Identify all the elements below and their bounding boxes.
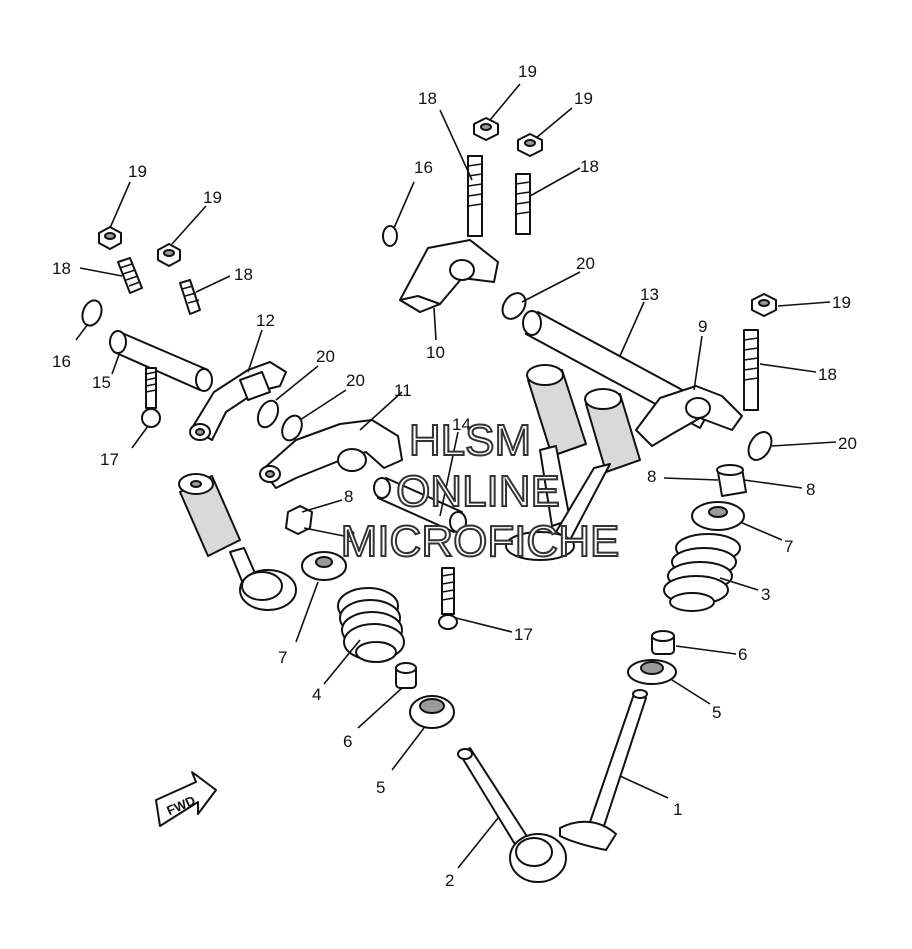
callout-8: 8 xyxy=(806,480,815,499)
callout-19: 19 xyxy=(128,162,147,181)
callout-18: 18 xyxy=(234,265,253,284)
callout-6: 6 xyxy=(343,732,352,751)
nut-left-1 xyxy=(98,226,122,250)
nut-top-1 xyxy=(473,117,499,141)
bolt-center xyxy=(438,567,458,630)
callout-10: 10 xyxy=(426,343,445,362)
intake-valve-2 xyxy=(457,747,567,883)
valve-lifter-left xyxy=(178,473,297,611)
rocker-arm-left-12 xyxy=(189,361,287,441)
callout-3: 3 xyxy=(761,585,770,604)
callout-18: 18 xyxy=(52,259,71,278)
callout-5: 5 xyxy=(712,703,721,722)
callout-15: 15 xyxy=(92,373,111,392)
callout-18: 18 xyxy=(418,89,437,108)
callout-17: 17 xyxy=(100,450,119,469)
callout-18: 18 xyxy=(818,365,837,384)
valve-spring-4 xyxy=(337,587,405,663)
spring-retainer-right xyxy=(691,501,745,531)
valve-cotter-right xyxy=(716,464,747,497)
adjust-screw-left-1 xyxy=(117,257,143,294)
rocker-shaft-left xyxy=(109,330,213,392)
callout-7: 7 xyxy=(278,648,287,667)
callout-19: 19 xyxy=(574,89,593,108)
bolt-left xyxy=(141,367,161,428)
thrust-washer-left-1 xyxy=(256,399,280,429)
rocker-support-10 xyxy=(399,239,499,313)
thrust-washer-left-2 xyxy=(281,414,303,442)
callout-19: 19 xyxy=(518,62,537,81)
callout-19: 19 xyxy=(832,293,851,312)
leader-lines xyxy=(75,83,837,869)
callout-18: 18 xyxy=(580,157,599,176)
o-ring-left xyxy=(81,299,103,327)
callout-5: 5 xyxy=(376,778,385,797)
watermark: HLSM ONLINE MICROFICHE xyxy=(340,415,621,567)
adjust-screw-top-1 xyxy=(467,155,483,237)
rocker-arm-11 xyxy=(259,419,403,489)
watermark-line-1: HLSM xyxy=(409,416,531,465)
valve-lifter-center-2 xyxy=(505,388,641,561)
callout-12: 12 xyxy=(256,311,275,330)
callout-9: 9 xyxy=(698,317,707,336)
o-ring-top xyxy=(382,225,398,247)
callout-20: 20 xyxy=(576,254,595,273)
spring-seat-left xyxy=(409,695,455,729)
spring-retainer-left xyxy=(301,551,347,581)
callout-19: 19 xyxy=(203,188,222,207)
callout-1: 1 xyxy=(673,800,682,819)
callout-7: 7 xyxy=(784,537,793,556)
callout-2: 2 xyxy=(445,871,454,890)
callout-17: 17 xyxy=(514,625,533,644)
callout-16: 16 xyxy=(52,352,71,371)
watermark-line-3: MICROFICHE xyxy=(341,517,620,566)
valve-spring-3 xyxy=(663,533,741,612)
rocker-pin-14 xyxy=(373,477,467,533)
adjust-screw-top-2 xyxy=(515,173,531,235)
callout-8: 8 xyxy=(346,527,355,546)
spring-seat-right xyxy=(627,659,677,685)
adjust-screw-right xyxy=(743,329,759,411)
nut-right xyxy=(751,293,777,317)
watermark-line-2: ONLINE xyxy=(396,467,560,516)
callout-8: 8 xyxy=(647,467,656,486)
callout-4: 4 xyxy=(312,685,321,704)
callout-11: 11 xyxy=(394,381,412,400)
thrust-washer-top xyxy=(501,292,527,320)
nut-left-2 xyxy=(157,243,181,267)
forward-direction-arrow: FWD xyxy=(155,771,217,827)
callout-8: 8 xyxy=(344,487,353,506)
callout-16: 16 xyxy=(414,158,433,177)
exhaust-valve-1 xyxy=(559,689,648,851)
callout-6: 6 xyxy=(738,645,747,664)
callout-13: 13 xyxy=(640,285,659,304)
callout-14: 14 xyxy=(452,415,471,434)
adjust-screw-left-2 xyxy=(179,279,201,315)
callout-labels: 19 19 19 19 19 18 18 18 18 18 16 16 20 2… xyxy=(52,62,857,890)
stem-seal-left xyxy=(395,662,417,689)
rocker-arm-9 xyxy=(635,385,743,447)
valve-cotter-left xyxy=(285,505,313,535)
stem-seal-right xyxy=(651,630,675,655)
nut-top-2 xyxy=(517,133,543,157)
callout-20: 20 xyxy=(346,371,365,390)
thrust-washer-right xyxy=(747,431,773,461)
callout-20: 20 xyxy=(316,347,335,366)
callout-20: 20 xyxy=(838,434,857,453)
